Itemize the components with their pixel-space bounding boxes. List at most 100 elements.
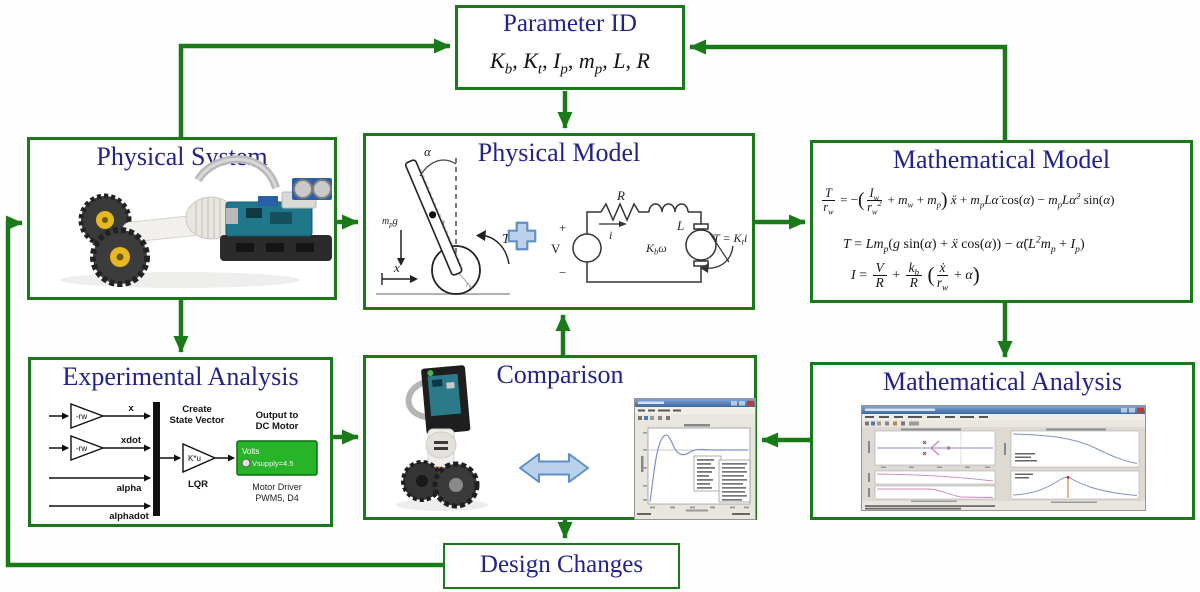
mathematical-analysis-title: Mathematical Analysis	[882, 367, 1122, 396]
ribbon-cable	[194, 155, 280, 190]
output-label-line2: DC Motor	[256, 421, 299, 432]
motor-driver-block	[236, 440, 318, 476]
mathematical-analysis-box: Mathematical Analysis	[810, 362, 1195, 520]
ultrasonic-sensor	[292, 178, 332, 200]
matlab-step-response-window	[634, 398, 756, 520]
parameter-id-title: Parameter ID	[503, 10, 637, 37]
comparison-box: Comparison	[363, 355, 757, 520]
experimental-analysis-box: Experimental Analysis	[28, 357, 333, 527]
arrow-design-changes-to-physical-system	[5, 215, 443, 568]
source-plus: +	[559, 220, 566, 235]
gear-icon	[241, 458, 251, 468]
gain2-value: -rw	[76, 444, 87, 453]
x-label: x	[393, 260, 400, 275]
arrow-physical-system-to-parameter-id	[178, 38, 451, 137]
robot-photo-upright	[396, 365, 488, 511]
magnitude-response-plot	[1004, 428, 1140, 468]
voltage-source	[572, 233, 602, 263]
output-label-line1: Output to	[256, 410, 299, 421]
front-wheel	[90, 227, 150, 287]
context-menu	[693, 455, 751, 503]
menu-bar	[862, 414, 1145, 420]
signal-alpha: alpha	[117, 483, 143, 494]
motor-circuit-diagram: R i L + − V Kbω T = Kti	[551, 188, 747, 283]
design-changes-title: Design Changes	[479, 551, 644, 578]
bode-plot	[868, 470, 996, 502]
comparison-title: Comparison	[496, 360, 624, 389]
voltage-label: V	[551, 241, 561, 256]
physical-model-title: Physical Model	[477, 138, 641, 167]
toolbar	[862, 420, 1145, 427]
mux-block	[153, 402, 160, 516]
toolbar	[635, 414, 755, 422]
arrow-mathematical-model-to-parameter-id	[689, 39, 1008, 140]
current-label: i	[609, 228, 612, 242]
root-locus-plot	[868, 428, 996, 468]
mpg-label: mpg	[382, 216, 398, 229]
status-bar	[862, 504, 1145, 510]
inductor	[648, 203, 689, 213]
mux-label-line2: State Vector	[170, 415, 225, 426]
matlab-siso-tool-window	[861, 405, 1146, 511]
resistor	[600, 202, 649, 222]
torque-label: T	[502, 232, 511, 247]
length-label: l	[442, 220, 445, 231]
close-button-icon	[747, 400, 754, 406]
peak-response-plot	[1010, 470, 1140, 503]
wheel-radius-label: rw	[466, 281, 473, 291]
alpha-label: α	[424, 144, 432, 159]
physical-model-box: Physical Model	[363, 133, 755, 310]
torque-arrow	[476, 230, 510, 265]
parameter-id-formula: Kb, Kt, Ip, mp, L, R	[490, 48, 650, 78]
gain-block-2	[70, 434, 105, 462]
lqr-gain-block	[182, 442, 217, 474]
controller-board	[421, 365, 471, 435]
back-emf-label: Kbω	[645, 241, 667, 257]
menu-bar	[635, 407, 755, 414]
lqr-label: LQR	[188, 479, 208, 490]
step-response-curve	[649, 434, 748, 503]
driver-label-line1: Motor Driver	[252, 482, 302, 492]
wheels	[401, 460, 480, 509]
gravity-arrow	[397, 230, 405, 266]
window-titlebar	[635, 399, 755, 407]
signal-xdot: xdot	[121, 435, 142, 446]
inductance-label: L	[676, 218, 684, 233]
motor-torque-label: T = Kti	[713, 231, 747, 247]
experimental-analysis-title: Experimental Analysis	[62, 362, 299, 391]
alpha-arc	[419, 159, 457, 177]
gain-block-1	[70, 402, 105, 430]
center-of-mass-dot	[429, 211, 437, 219]
motor-shaft	[708, 231, 730, 263]
parameter-id-box: Parameter ID Kb, Kt, Ip, mp, L, R	[455, 5, 685, 90]
block-vsupply-label: Vsupply=4.5	[252, 459, 294, 468]
double-arrow-icon	[519, 453, 589, 483]
status-text	[637, 513, 651, 515]
design-changes-box: Design Changes	[443, 543, 680, 589]
pendulum-diagram: α mpg l T x rw	[376, 144, 511, 295]
motor-symbol	[685, 229, 717, 261]
equation-torque-rotation: T = Lmp(g sin(α) + ẍ cos(α)) − α̈(L2mp +…	[843, 235, 1085, 255]
mux-label-line1: Create	[182, 404, 212, 415]
plot-title-text	[684, 424, 710, 427]
tick-labels	[643, 432, 749, 512]
robot-photo-horizontal	[60, 155, 332, 288]
shaft-torque-arrow	[700, 245, 734, 273]
current-arrow	[599, 221, 627, 227]
arduino-board	[225, 191, 317, 237]
plus-icon	[507, 221, 537, 251]
window-titlebar	[862, 406, 1145, 414]
simulink-diagram: -rw -rw x xdot alpha alphadot Create Sta…	[49, 402, 318, 522]
gear-housing	[185, 196, 237, 240]
close-button-icon	[1137, 407, 1144, 413]
physical-system-box: Physical System	[27, 137, 337, 300]
x-direction-arrow	[381, 273, 418, 285]
block-volts-label: Volts	[242, 447, 259, 456]
signal-alphadot: alphadot	[109, 511, 149, 522]
resistance-label: R	[616, 188, 625, 203]
